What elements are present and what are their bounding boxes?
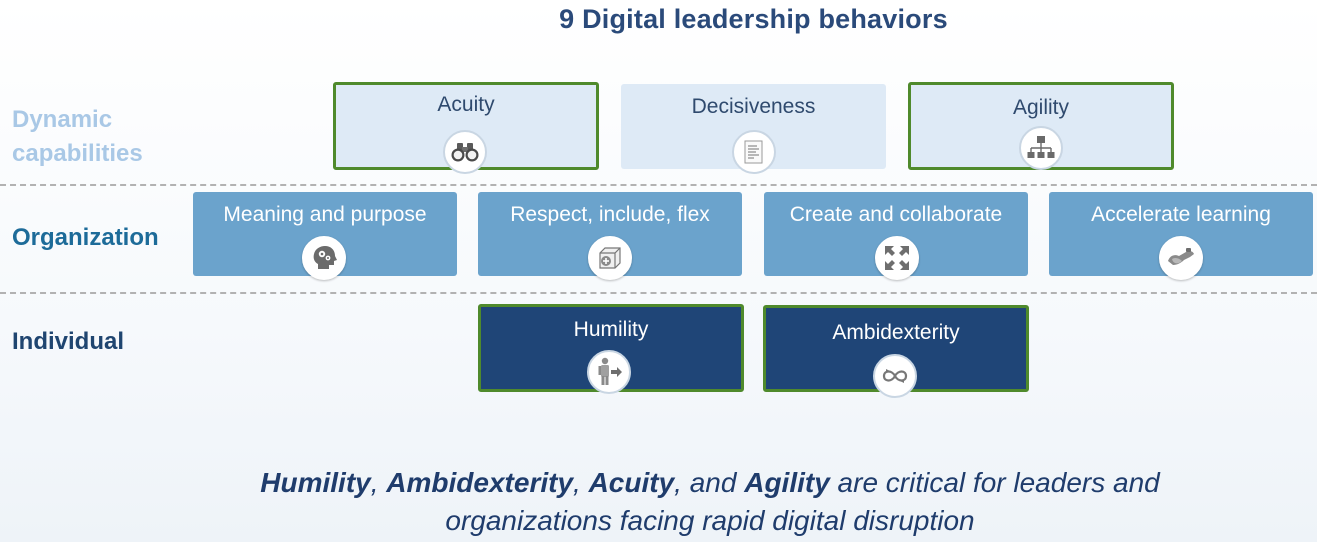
behavior-label-ambidexterity: Ambidexterity [832,321,960,344]
caption-text-2: , [573,467,589,498]
row-divider-top [0,184,1317,186]
caption-agility: Agility [744,467,830,498]
caption-text-4: are critical for leaders and organizatio… [445,467,1160,536]
caption-acuity: Acuity [588,467,675,498]
row-divider-bottom [0,292,1317,294]
binoculars-icon [443,130,487,174]
head-gears-icon [302,236,346,280]
behavior-label-create-and-collaborate: Create and collaborate [789,203,1003,226]
behavior-label-accelerate-learning: Accelerate learning [1091,203,1271,226]
behavior-label-respect-include-flex: Respect, include, flex [510,203,710,226]
page-title: 9 Digital leadership behaviors [559,4,948,34]
row-label-dynamic-capabilities: Dynamic capabilities [12,103,143,171]
behavior-label-decisiveness: Decisiveness [691,95,816,118]
behavior-label-agility: Agility [1012,96,1070,119]
row-label-organization: Organization [12,224,159,251]
expand-arrows-icon [875,236,919,280]
caption-humility: Humility [260,467,371,498]
document-icon [732,130,776,174]
infinity-arrows-icon [873,354,917,398]
behavior-label-meaning-and-purpose: Meaning and purpose [223,203,427,226]
handshake-icon [1159,236,1203,280]
behavior-label-humility: Humility [573,318,649,341]
org-chart-icon [1019,126,1063,170]
person-icon [587,350,631,394]
caption-text-3: , and [674,467,745,498]
behavior-label-acuity: Acuity [437,93,495,116]
behavior-box-meaning-and-purpose: Meaning and purpose [193,192,457,276]
row-label-individual: Individual [12,328,125,355]
cube-plus-icon [588,236,632,280]
caption-ambidexterity: Ambidexterity [386,467,574,498]
caption-text-1: , [370,467,387,498]
row-label-dynamic-line1: Dynamic [12,106,113,133]
caption: Humility, Ambidexterity, Acuity, and Agi… [190,464,1230,540]
row-label-dynamic-line2: capabilities [12,140,143,167]
